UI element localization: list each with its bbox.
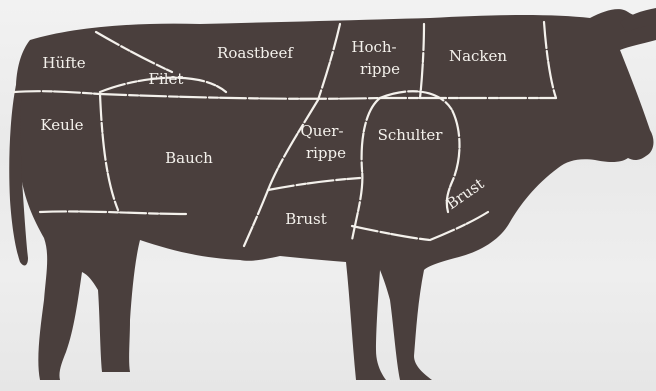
label-keule: Keule [40, 116, 83, 134]
label-bauch: Bauch [165, 149, 213, 167]
label-brust-unten: Brust [285, 210, 327, 228]
label-querrippe-line1: Quer- [300, 122, 343, 140]
label-roastbeef: Roastbeef [217, 44, 294, 62]
label-filet: Filet [149, 70, 184, 88]
cow-silhouette [15, 9, 656, 380]
label-hochrippe-line1: Hoch- [351, 38, 396, 56]
label-nacken: Nacken [449, 47, 507, 65]
label-huefte: Hüfte [42, 54, 85, 72]
label-querrippe-line2: rippe [306, 144, 346, 162]
label-hochrippe-line2: rippe [360, 60, 400, 78]
label-schulter: Schulter [378, 126, 444, 144]
